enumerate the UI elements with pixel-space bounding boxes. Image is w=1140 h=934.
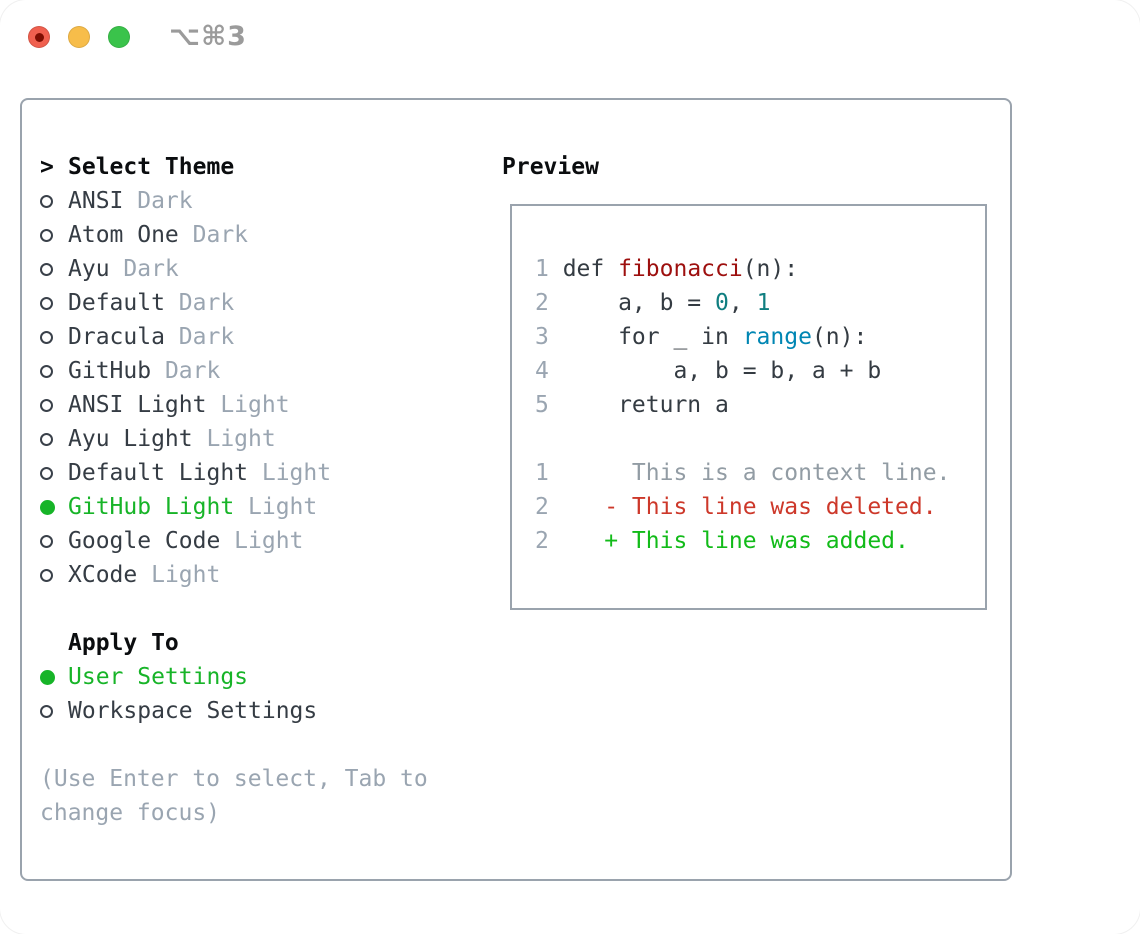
theme-name: Ayu Light xyxy=(68,426,193,452)
theme-name: GitHub Light xyxy=(68,494,235,520)
theme-variant: Light xyxy=(220,392,290,418)
prompt-arrow-icon: > xyxy=(40,154,54,180)
apply-to-section: Apply To User Settings Workspace Setting… xyxy=(40,626,442,728)
theme-variant: Dark xyxy=(178,290,235,316)
theme-option-ansi-light[interactable]: ANSI Light Light xyxy=(40,388,442,422)
theme-option-google-code[interactable]: Google Code Light xyxy=(40,524,442,558)
radio-selected-icon xyxy=(40,669,68,685)
option-name: User Settings xyxy=(68,664,249,690)
select-theme-header-row: > Select Theme xyxy=(40,150,442,184)
code-line: 1 def fibonacci (n): xyxy=(535,256,799,282)
theme-variant: Dark xyxy=(123,256,179,282)
apply-to-title: Apply To xyxy=(68,630,179,656)
theme-picker-panel: > Select Theme ANSI Dark Atom One Dark A… xyxy=(20,98,1012,881)
maximize-button[interactable] xyxy=(108,26,130,48)
blank-line xyxy=(535,422,985,456)
theme-name: ANSI xyxy=(68,188,124,214)
theme-name: Google Code xyxy=(68,528,221,554)
code-line: 2 a, b = 0 , 1 xyxy=(535,290,771,316)
radio-selected-icon xyxy=(40,499,68,515)
theme-option-ayu-dark[interactable]: Ayu Dark xyxy=(40,252,442,286)
diff-added-line: 2 + This line was added. xyxy=(535,528,909,554)
close-dot-icon xyxy=(34,32,44,42)
keyboard-hint: (Use Enter to select, Tab to change focu… xyxy=(40,766,428,826)
theme-variant: Light xyxy=(234,528,304,554)
radio-icon xyxy=(40,704,68,718)
theme-variant: Dark xyxy=(137,188,193,214)
theme-option-atom-one-dark[interactable]: Atom One Dark xyxy=(40,218,442,252)
theme-name: XCode xyxy=(68,562,138,588)
radio-icon xyxy=(40,194,68,208)
theme-variant: Light xyxy=(261,460,332,486)
theme-option-github-light[interactable]: GitHub Light Light xyxy=(40,490,442,524)
diff-deleted-line: 2 - This line was deleted. xyxy=(535,494,937,520)
radio-icon xyxy=(40,296,68,310)
theme-name: Ayu xyxy=(68,256,110,282)
theme-name: ANSI Light xyxy=(68,392,207,418)
minimize-button[interactable] xyxy=(68,26,90,48)
radio-icon xyxy=(40,568,68,582)
code-line: 5 return a xyxy=(535,392,729,418)
theme-name: Atom One xyxy=(68,222,179,248)
theme-name: GitHub xyxy=(68,358,152,384)
preview-title: Preview xyxy=(502,154,599,180)
radio-icon xyxy=(40,398,68,412)
code-line: 3 for _ in range (n): xyxy=(535,324,868,350)
theme-name: Default xyxy=(68,290,165,316)
code-line: 4 a, b = b, a + b xyxy=(535,358,882,384)
theme-option-dracula-dark[interactable]: Dracula Dark xyxy=(40,320,442,354)
theme-option-default-dark[interactable]: Default Dark xyxy=(40,286,442,320)
theme-name: Default Light xyxy=(68,460,249,486)
theme-name: Dracula xyxy=(68,324,165,350)
close-button[interactable] xyxy=(28,26,50,48)
radio-icon xyxy=(40,364,68,378)
theme-variant: Dark xyxy=(164,358,221,384)
theme-list-column: > Select Theme ANSI Dark Atom One Dark A… xyxy=(40,150,442,830)
theme-variant: Light xyxy=(151,562,221,588)
radio-icon xyxy=(40,432,68,446)
window-title: ⌥⌘3 xyxy=(169,21,247,52)
diff-context-line: 1 This is a context line. xyxy=(535,460,951,486)
radio-icon xyxy=(40,228,68,242)
theme-option-github-dark[interactable]: GitHub Dark xyxy=(40,354,442,388)
theme-option-ayu-light[interactable]: Ayu Light Light xyxy=(40,422,442,456)
radio-icon xyxy=(40,466,68,480)
apply-option-user-settings[interactable]: User Settings xyxy=(40,660,442,694)
theme-variant: Dark xyxy=(178,324,235,350)
theme-option-xcode[interactable]: XCode Light xyxy=(40,558,442,592)
select-theme-title: Select Theme xyxy=(68,154,235,180)
code-preview-box: 1 def fibonacci (n): 2 a, b = 0 , 1 3 fo… xyxy=(510,204,987,610)
theme-variant: Light xyxy=(248,494,318,520)
radio-icon xyxy=(40,534,68,548)
theme-option-ansi-dark[interactable]: ANSI Dark xyxy=(40,184,442,218)
option-name: Workspace Settings xyxy=(68,698,318,724)
radio-icon xyxy=(40,330,68,344)
theme-variant: Dark xyxy=(192,222,249,248)
titlebar: ⌥⌘3 xyxy=(0,0,1140,75)
apply-option-workspace-settings[interactable]: Workspace Settings xyxy=(40,694,442,728)
preview-header-row: Preview xyxy=(502,150,599,184)
apply-to-header-row: Apply To xyxy=(40,626,442,660)
radio-icon xyxy=(40,262,68,276)
theme-option-default-light[interactable]: Default Light Light xyxy=(40,456,442,490)
theme-variant: Light xyxy=(206,426,276,452)
